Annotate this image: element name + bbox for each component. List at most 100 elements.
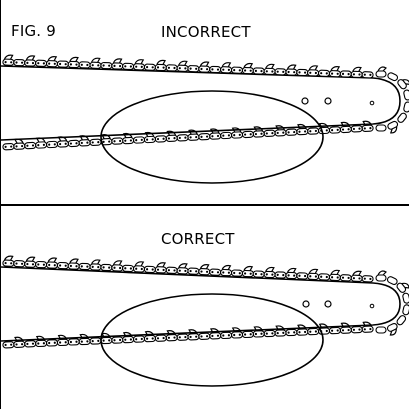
chain-link (386, 322, 398, 336)
chain-link (111, 260, 124, 272)
chain-link (263, 266, 276, 279)
chain-link (263, 329, 276, 338)
chain-link (274, 125, 287, 137)
chain-link (2, 54, 15, 66)
chain-link (375, 66, 387, 78)
chain-link (122, 264, 135, 273)
chain-link (24, 340, 37, 348)
chain-link (209, 268, 222, 276)
guide-bar (1, 266, 401, 342)
chain-link (361, 120, 374, 132)
chain-link (132, 261, 146, 273)
chain-link (198, 332, 211, 340)
chain-link (132, 335, 146, 343)
chain-link (45, 257, 59, 269)
chain-link (241, 330, 254, 339)
panel-title-incorrect: INCORRECT (161, 23, 251, 41)
saw-chain-bottom (2, 321, 374, 349)
chain-link (220, 131, 233, 140)
chain-link (122, 132, 135, 145)
chain-link (122, 62, 135, 71)
chain-link (350, 326, 363, 334)
chain-link (241, 265, 254, 278)
chain-link (176, 333, 189, 341)
chain-link (403, 89, 409, 101)
chain-link (132, 59, 146, 71)
chain-link (67, 56, 80, 69)
chain-link (35, 335, 48, 348)
chain-link (396, 282, 409, 293)
chain-link (339, 121, 352, 134)
panel-correct: CORRECT (0, 205, 409, 409)
chain-link (187, 267, 200, 275)
chain-link (328, 126, 341, 134)
chain-link (230, 327, 244, 339)
chain-link (143, 330, 156, 343)
chain-link (317, 273, 331, 281)
chain-link (67, 338, 80, 346)
chain-link (67, 258, 80, 270)
panel-incorrect: FIG. 9 INCORRECT (0, 0, 409, 205)
saw-chain-top (2, 54, 374, 79)
chain-link (230, 66, 244, 74)
chain-link (241, 130, 254, 139)
chain-link (35, 59, 48, 67)
chain-link (339, 274, 352, 282)
chain-link (241, 62, 254, 75)
chain-link (13, 58, 26, 67)
chain-link (56, 261, 69, 270)
chain-link (143, 265, 156, 274)
chain-link (274, 68, 287, 76)
chain-link (396, 315, 407, 326)
chain-link (307, 327, 320, 336)
saw-chain-nose (375, 66, 409, 134)
chain-link (78, 262, 91, 271)
chain-link (263, 129, 276, 137)
chain-link (361, 321, 374, 333)
bar-holes (302, 300, 375, 309)
chain-link (89, 259, 102, 271)
chain-link (13, 336, 26, 348)
chain-link (252, 67, 265, 75)
chain-link (252, 326, 265, 338)
chain-link (307, 127, 320, 135)
chain-link (361, 71, 374, 79)
saw-chain-bottom (2, 120, 374, 151)
chain-link (375, 270, 387, 282)
chain-link (2, 341, 15, 349)
highlight-ellipse (100, 90, 324, 184)
chain-link (154, 59, 167, 72)
chain-link (328, 326, 341, 335)
chain-link (402, 304, 409, 317)
chain-link (209, 65, 222, 74)
chain-link (387, 120, 399, 134)
chain-link (165, 266, 178, 274)
chain-link (263, 63, 276, 76)
chain-link (132, 136, 146, 144)
chain-link (402, 292, 409, 304)
chain-link (2, 255, 15, 267)
chain-link (198, 133, 211, 141)
chain-link (220, 331, 233, 340)
chain-link (24, 141, 37, 150)
chain-link (198, 264, 211, 276)
saw-chain-nose (375, 270, 409, 336)
panel-divider (0, 204, 409, 206)
chain-link (154, 262, 167, 274)
chain-link (285, 328, 298, 337)
chain-link (187, 65, 200, 73)
chain-link (198, 61, 211, 73)
chain-link (274, 271, 287, 279)
chain-link (143, 63, 156, 71)
chain-link (397, 112, 407, 123)
chain-link (45, 140, 59, 149)
chain-link (111, 336, 124, 344)
chain-link (67, 139, 80, 148)
chain-link (350, 270, 363, 282)
chain-link (252, 270, 265, 278)
chain-link (100, 61, 113, 70)
chain-link (187, 329, 200, 341)
chain-link (165, 330, 178, 342)
chain-link (317, 69, 331, 77)
